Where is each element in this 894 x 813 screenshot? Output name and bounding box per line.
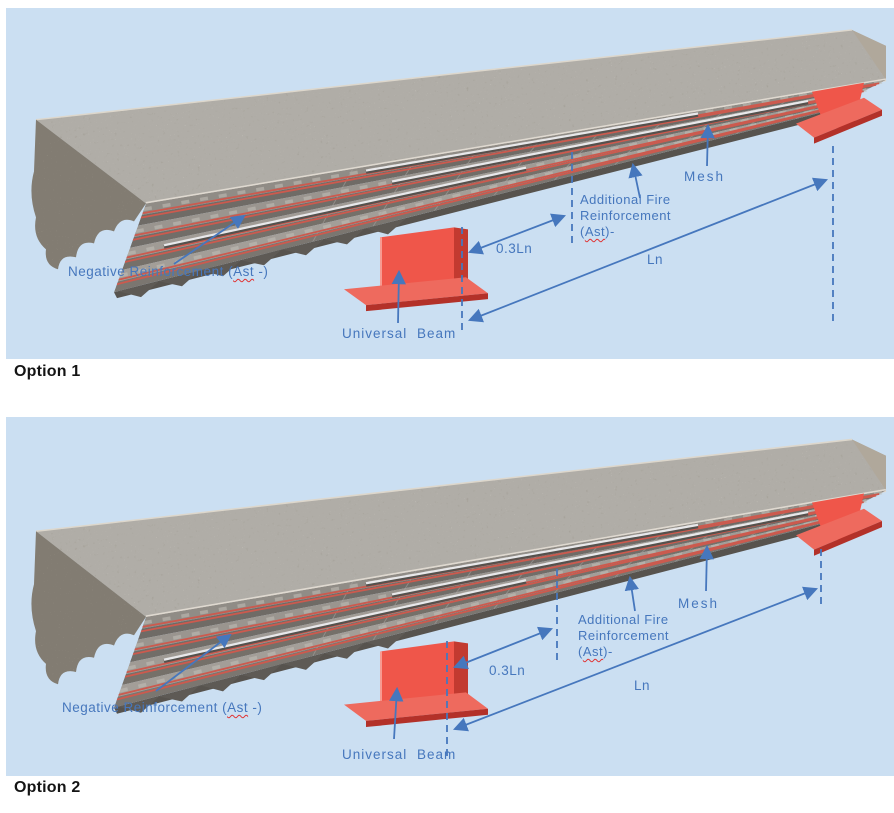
fire-label-line1: Additional Fire [578, 612, 669, 627]
universal-beam-label: Universal Beam [342, 747, 457, 762]
negative-reinforcement-leader [155, 633, 232, 692]
mesh-leader-arrow [700, 123, 715, 167]
dim-0-3ln-label: 0.3Ln [489, 663, 526, 678]
dimension-line-ln [467, 177, 829, 323]
negative-reinforcement-leader [173, 214, 246, 265]
fire-label-line2: Reinforcement [578, 628, 670, 643]
negative-reinforcement-label: Negative Reinforcement (Ast -) [68, 264, 269, 279]
dim-ln-label: Ln [647, 252, 664, 267]
option-1-annotations [173, 123, 834, 330]
option-1-panel: Negative Reinforcement (Ast -) Universal… [6, 8, 894, 359]
option-2-panel: Negative Reinforcement (Ast -) Universal… [6, 417, 894, 776]
fire-label-line3: (Ast)- [580, 224, 615, 239]
fire-label-line1: Additional Fire [580, 192, 671, 207]
option-2-caption: Option 2 [14, 779, 81, 796]
universal-beam-arrow [389, 686, 404, 740]
dimension-line-ln [452, 586, 819, 732]
mesh-label: Mesh [678, 596, 720, 611]
fire-label-line2: Reinforcement [580, 208, 672, 223]
mesh-leader-arrow [699, 544, 714, 592]
option-2-annotations [155, 544, 822, 757]
fire-reinforcement-arrow [624, 575, 639, 612]
dim-0-3ln-label: 0.3Ln [496, 241, 533, 256]
universal-beam-arrow [391, 269, 406, 324]
negative-reinforcement-label: Negative Reinforcement (Ast -) [62, 700, 263, 715]
additional-fire-reinforcement-label: Additional Fire Reinforcement (Ast)- [578, 612, 698, 660]
option-1-caption: Option 1 [14, 363, 81, 380]
additional-fire-reinforcement-label: Additional Fire Reinforcement (Ast)- [580, 192, 700, 240]
dim-ln-label: Ln [634, 678, 651, 693]
universal-beam-label: Universal Beam [342, 326, 457, 341]
fire-label-line3: (Ast)- [578, 644, 613, 659]
dimension-line-0-3ln [452, 626, 554, 670]
mesh-label: Mesh [684, 169, 726, 184]
